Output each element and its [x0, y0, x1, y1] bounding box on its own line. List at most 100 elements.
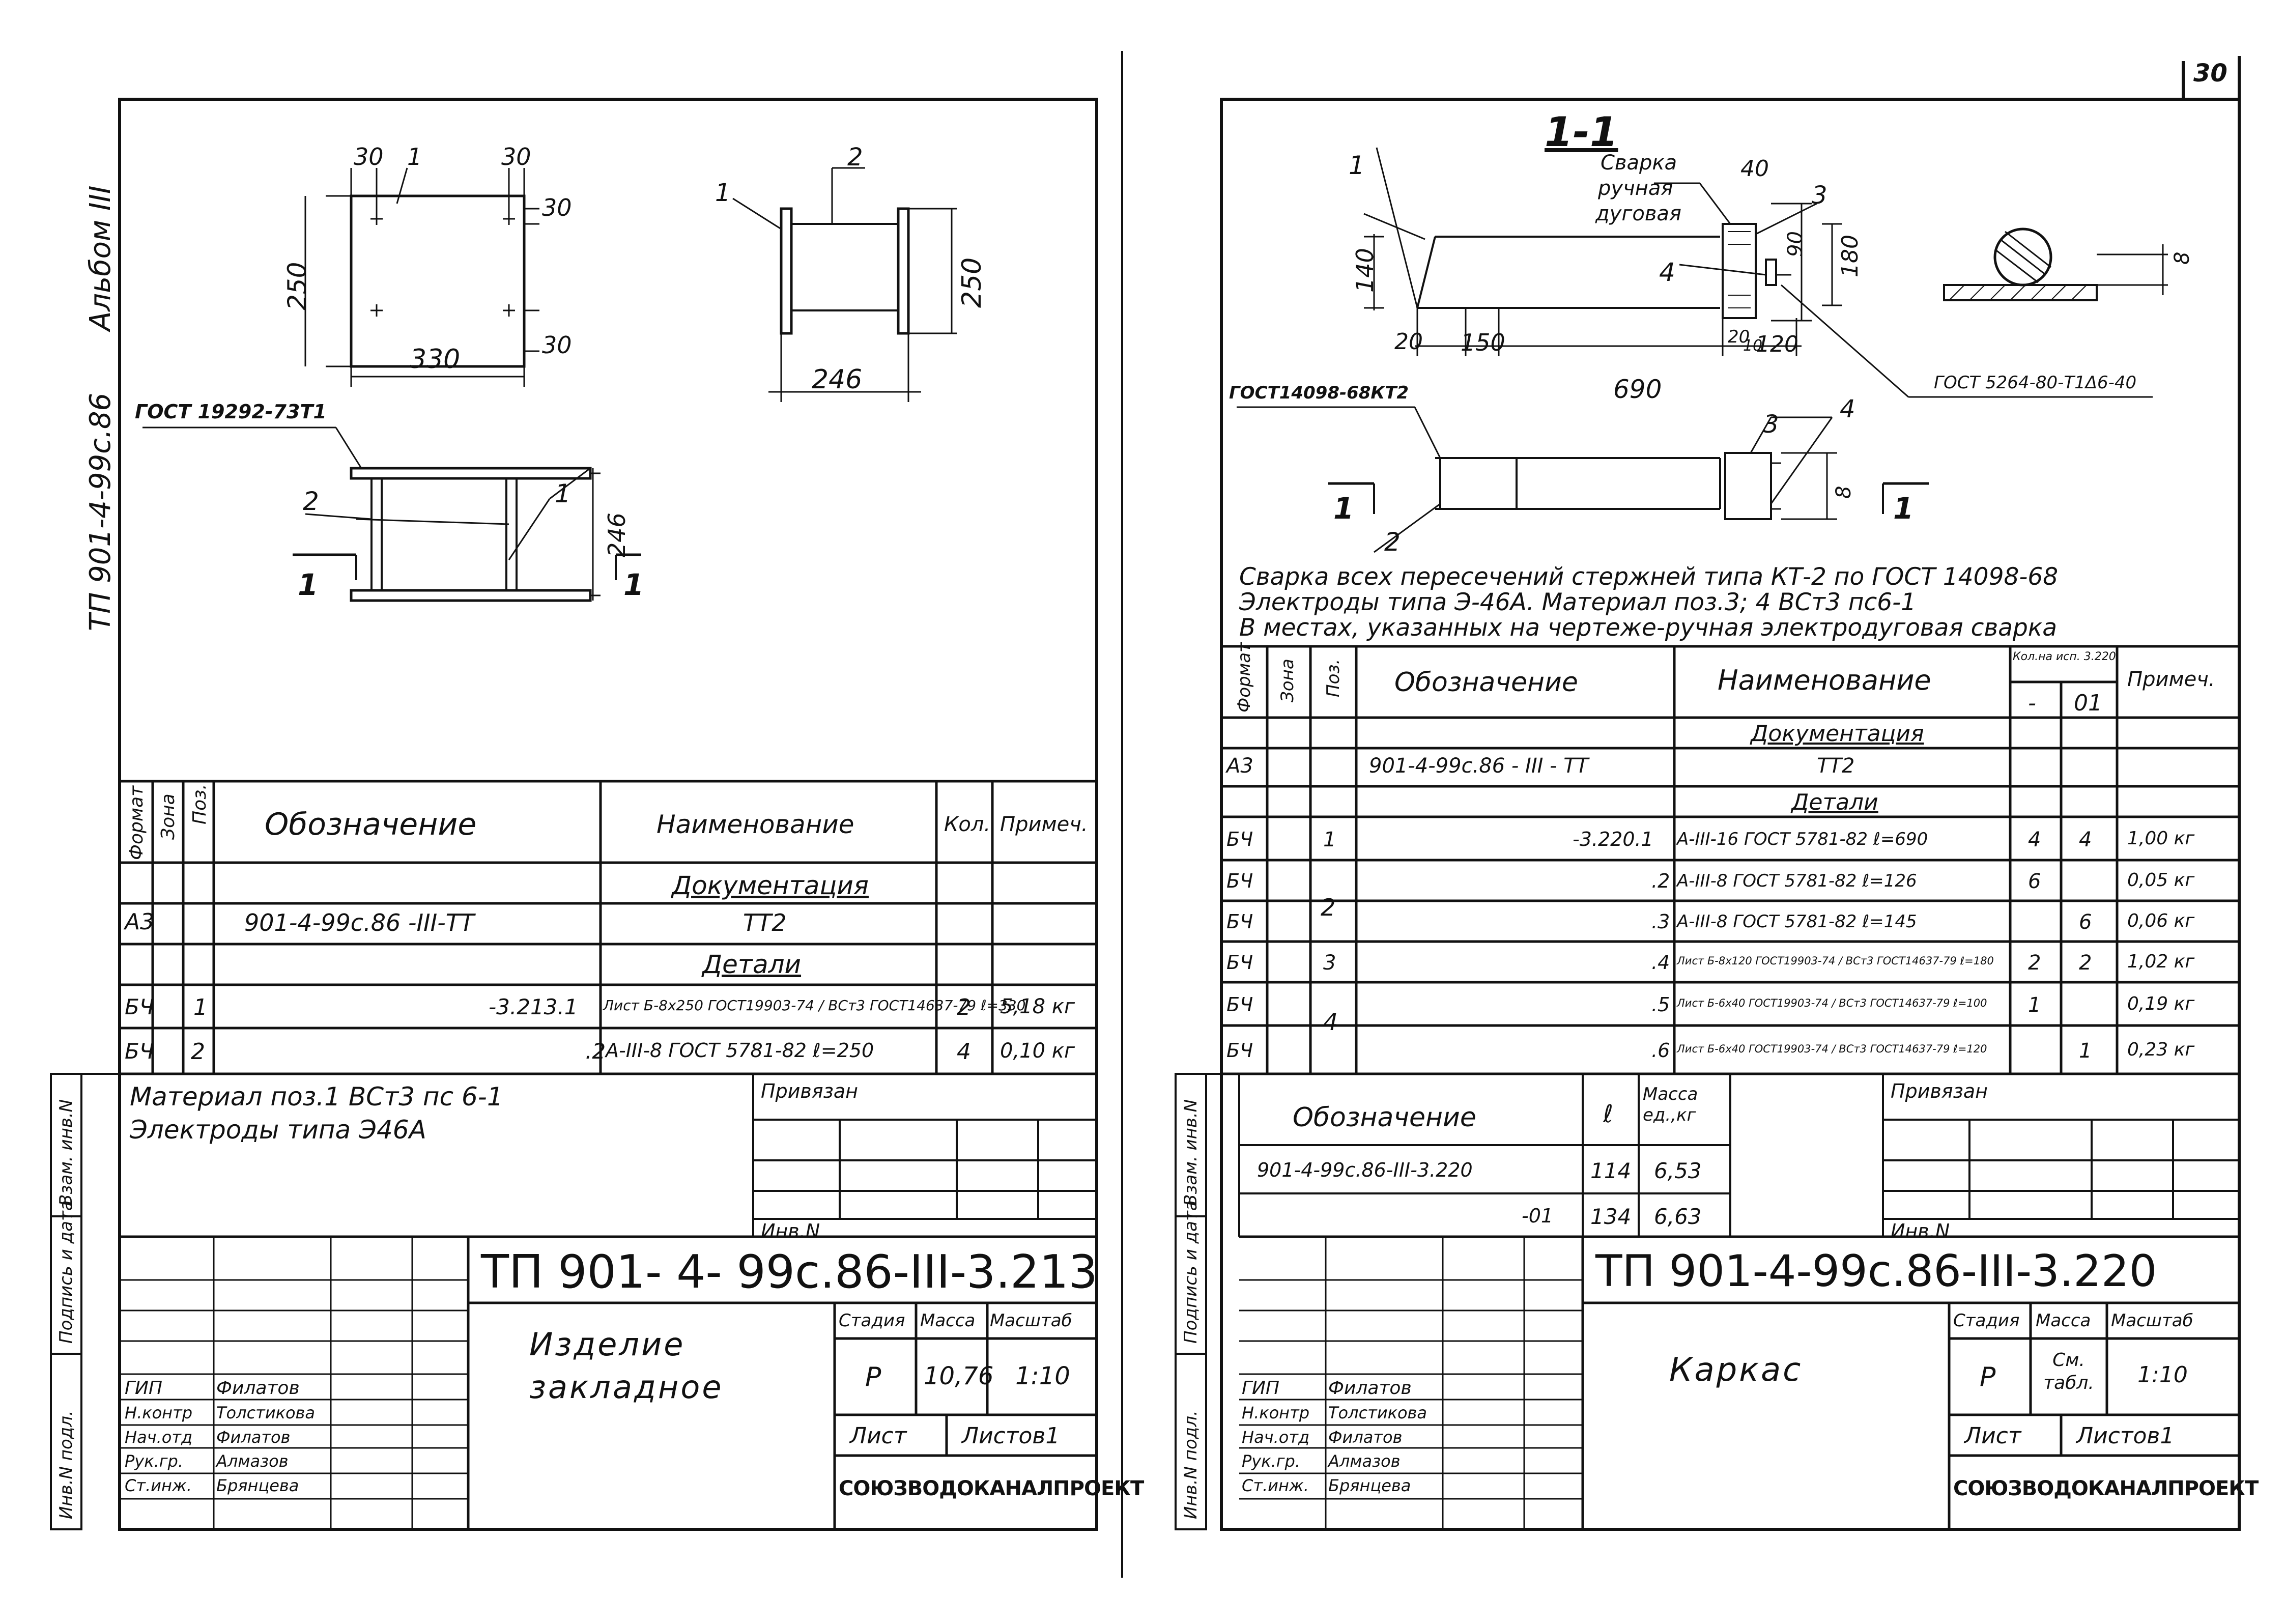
right-row3-fmt: БЧ — [1226, 910, 1253, 933]
right-hdr-pos: Поз. — [1323, 659, 1344, 697]
right-signer-name-5: Брянцева — [1328, 1476, 1411, 1495]
right-row6-q2: 1 — [2079, 1039, 2092, 1063]
right-scale-val: 1:10 — [2137, 1362, 2188, 1388]
left-row-doc-name: Документация — [672, 871, 869, 900]
right-row3-q2: 6 — [2079, 910, 2092, 934]
left-stamp-vzam: Взам. инв.N — [56, 1099, 76, 1206]
right-exec-hdr-designation: Обозначение — [1293, 1102, 1476, 1133]
left-row1-name: Лист Б-8х250 ГОСТ19903-74 / ВСт3 ГОСТ146… — [603, 997, 1026, 1014]
left-row2-pos: 2 — [191, 1039, 205, 1065]
right-row-details-name: Детали — [1791, 789, 1878, 815]
right-row4-note: 1,02 кг — [2127, 951, 2195, 972]
right-note-2: Электроды типа Э-46А. Материал поз.3; 4 … — [1239, 588, 1917, 616]
left-hdr-pos: Поз. — [189, 784, 210, 824]
left-row-a3-fmt: А3 — [125, 909, 155, 935]
left-row1-note: 5,18 кг — [1000, 995, 1075, 1018]
right-mass-val: См. табл. — [2043, 1350, 2094, 1393]
left-row2-name: А-III-8 ГОСТ 5781-82 ℓ=250 — [606, 1039, 874, 1062]
right-stage-hdr: Стадия — [1953, 1310, 2020, 1331]
right-weld-note-1: Сварка — [1601, 151, 1677, 175]
right-exec-hdr-mass: Масса ед.,кг — [1643, 1084, 1698, 1125]
right-hdr-qty: Кол.на исп. 3.220 — [2013, 650, 2116, 663]
right-row1-q2: 4 — [2079, 828, 2092, 851]
left-signer-role-2: Н.контр — [125, 1403, 193, 1422]
right-row3-pos: 2 — [1321, 894, 1336, 921]
right-hdr-format: Формат — [1234, 642, 1254, 713]
series-label: ТП 901-4-99с.86 — [84, 392, 117, 631]
right-inv-label: Инв.N — [1891, 1220, 1950, 1242]
right-row6-note: 0,23 кг — [2127, 1039, 2195, 1060]
right-row6-fmt: БЧ — [1226, 1039, 1253, 1062]
right-note-3: В местах, указанных на чертеже-ручная эл… — [1239, 614, 2057, 642]
right-row1-designation: -3.220.1 — [1573, 828, 1653, 850]
left-row2-qty: 4 — [957, 1039, 971, 1065]
right-pos-3: 3 — [1812, 181, 1827, 210]
right-signer-name-4: Алмазов — [1328, 1451, 1401, 1471]
left-row1-designation: -3.213.1 — [489, 994, 578, 1019]
right-privyazan: Привязан — [1891, 1080, 1988, 1102]
right-sheet-label: Лист — [1964, 1423, 2021, 1449]
right-row6-designation: .6 — [1651, 1039, 1670, 1062]
left-stamp-sign: Подпись и дата — [56, 1200, 76, 1344]
left-side-dim-246: 246 — [812, 364, 863, 395]
right-signer-name-3: Филатов — [1328, 1428, 1403, 1447]
left-pos-1: 1 — [407, 143, 422, 170]
left-hdr-designation: Обозначение — [265, 807, 477, 842]
right-stamp-sign: Подпись и дата — [1181, 1200, 1201, 1344]
right-mass-hdr: Масса — [2036, 1310, 2091, 1331]
left-row-details-name: Детали — [702, 950, 802, 979]
left-hdr-qty: Кол. — [944, 813, 991, 836]
right-hdr-zone: Зона — [1277, 659, 1298, 702]
left-row1-fmt: БЧ — [125, 994, 154, 1019]
left-signer-name-5: Брянцева — [216, 1476, 299, 1495]
left-signer-role-5: Ст.инж. — [125, 1476, 192, 1495]
right-signer-role-1: ГИП — [1242, 1378, 1280, 1399]
left-scale-hdr: Масштаб — [990, 1310, 1072, 1331]
left-row2-note: 0,10 кг — [1000, 1039, 1075, 1063]
right-section-mark-b: 1 — [1893, 491, 1914, 526]
left-side-pos-2: 2 — [847, 143, 863, 172]
right-scale-hdr: Масштаб — [2111, 1310, 2193, 1331]
right-row-a3-fmt: А3 — [1226, 754, 1253, 778]
right-title: Каркас — [1669, 1351, 1803, 1389]
right-dim-120: 120 — [1756, 331, 1798, 357]
right-row-a3-name: ТТ2 — [1817, 754, 1855, 778]
right-signer-role-5: Ст.инж. — [1242, 1476, 1309, 1495]
right-weld-note-2: ручная — [1598, 177, 1673, 200]
left-inv-label: Инв.N — [761, 1220, 820, 1242]
right-row5-fmt: БЧ — [1226, 993, 1253, 1016]
right-elev-pos-2: 2 — [1384, 527, 1401, 557]
left-front-pos-2: 2 — [303, 487, 319, 516]
right-row2-fmt: БЧ — [1226, 870, 1253, 892]
left-sheet-label: Лист — [850, 1423, 907, 1449]
left-section-mark-a: 1 — [298, 567, 319, 602]
right-signer-role-2: Н.контр — [1242, 1403, 1310, 1422]
right-exec-row1-designation: 901-4-99с.86-III-3.220 — [1257, 1159, 1473, 1181]
right-stage-val: Р — [1980, 1362, 1996, 1392]
right-row5-pos: 4 — [1323, 1008, 1338, 1036]
right-dim-180: 180 — [1837, 235, 1863, 277]
right-row5-q1: 1 — [2028, 993, 2041, 1017]
right-row4-q1: 2 — [2028, 951, 2041, 975]
right-detail-dim-8: 8 — [2170, 251, 2194, 265]
right-elev-pos-3: 3 — [1763, 410, 1779, 439]
right-exec-row1-l: 114 — [1590, 1158, 1632, 1183]
right-exec-col-2: 01 — [2074, 690, 2102, 716]
left-side-pos-1: 1 — [715, 179, 731, 207]
right-stamp-inv: Инв.N подл. — [1181, 1410, 1201, 1519]
right-row4-pos: 3 — [1323, 951, 1336, 975]
left-note-electrodes: Электроды типа Э46А — [130, 1115, 426, 1145]
right-hdr-note: Примеч. — [2127, 668, 2215, 691]
right-doc-code: ТП 901-4-99с.86-III-3.220 — [1595, 1246, 2157, 1297]
right-signer-name-1: Филатов — [1328, 1378, 1412, 1399]
right-org: СОЮЗВОДОКАНАЛПРОЕКТ — [1953, 1477, 2259, 1500]
right-row2-name: А-III-8 ГОСТ 5781-82 ℓ=126 — [1677, 871, 1917, 891]
right-hdr-designation: Обозначение — [1394, 667, 1578, 698]
left-row-a3-designation: 901-4-99с.86 -III-ТТ — [244, 909, 474, 936]
right-note-1: Сварка всех пересечений стержней типа КТ… — [1239, 563, 2059, 591]
left-sheets-label: Листов1 — [962, 1423, 1060, 1449]
left-hdr-zone: Зона — [158, 793, 179, 840]
left-dim-30a: 30 — [354, 143, 384, 170]
left-hdr-name: Наименование — [656, 810, 854, 839]
left-stage-hdr: Стадия — [839, 1310, 905, 1331]
